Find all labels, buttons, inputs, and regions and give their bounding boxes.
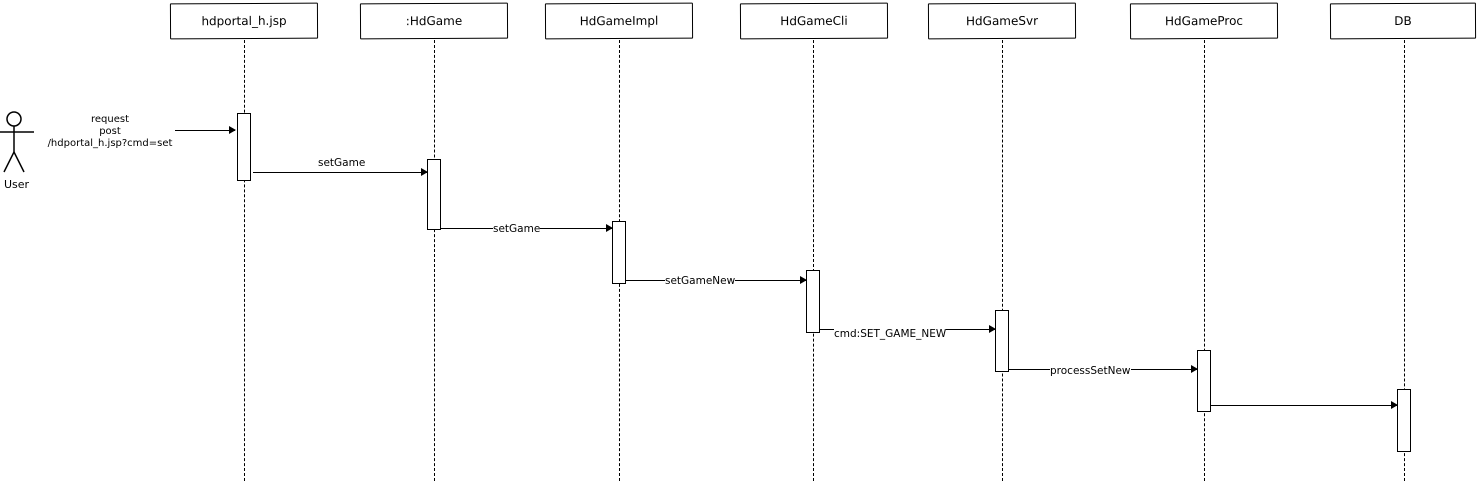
participant-hdgamecli-label: HdGameCli <box>780 13 848 29</box>
message-arrow-1 <box>253 167 428 176</box>
message-label-2: setGame <box>493 223 541 235</box>
lifeline-hdportal <box>244 40 245 481</box>
lifeline-hdgamecli <box>813 40 814 481</box>
participant-hdgameimpl-label: HdGameImpl <box>579 13 659 29</box>
request-label-line1: request <box>90 114 129 125</box>
participant-hdportal-label: hdportal_h.jsp <box>201 13 287 29</box>
activation-hdgamecli <box>806 270 820 333</box>
user-actor-icon <box>0 111 34 173</box>
user-actor-label: User <box>4 178 30 191</box>
request-label-line3: /hdportal_h.jsp?cmd=set <box>47 138 173 149</box>
activation-db <box>1397 389 1411 452</box>
participant-hdgameproc-label: HdGameProc <box>1164 13 1244 29</box>
participant-hdportal: hdportal_h.jsp <box>169 2 319 40</box>
activation-hdgameimpl <box>612 221 626 284</box>
participant-db: DB <box>1329 2 1477 40</box>
message-label-3: setGameNew <box>665 275 736 287</box>
activation-hdportal <box>237 113 251 181</box>
participant-db-label: DB <box>1394 13 1412 29</box>
request-arrow <box>175 125 236 134</box>
activation-hdgamesvr <box>995 310 1009 372</box>
lifeline-db <box>1404 40 1405 481</box>
activation-hdgameproc <box>1197 350 1211 412</box>
message-label-4: cmd:SET_GAME_NEW <box>834 328 947 340</box>
request-label: request post /hdportal_h.jsp?cmd=set <box>40 114 180 150</box>
lifeline-hdgamesvr <box>1002 40 1003 481</box>
message-label-5: processSetNew <box>1050 365 1131 377</box>
lifeline-hdgameproc <box>1204 40 1205 481</box>
message-label-1: setGame <box>318 157 366 169</box>
participant-hdgamesvr: HdGameSvr <box>927 2 1077 40</box>
message-arrow-6 <box>1211 400 1398 409</box>
participant-hdgame: :HdGame <box>359 2 509 40</box>
participant-hdgamecli: HdGameCli <box>739 2 889 40</box>
activation-hdgame <box>427 159 441 230</box>
participant-hdgamesvr-label: HdGameSvr <box>965 13 1039 29</box>
request-label-line2: post <box>99 126 121 137</box>
participant-hdgame-label: :HdGame <box>405 13 463 29</box>
participant-hdgameimpl: HdGameImpl <box>544 2 694 40</box>
participant-hdgameproc: HdGameProc <box>1129 2 1279 40</box>
lifeline-hdgame <box>434 40 435 481</box>
